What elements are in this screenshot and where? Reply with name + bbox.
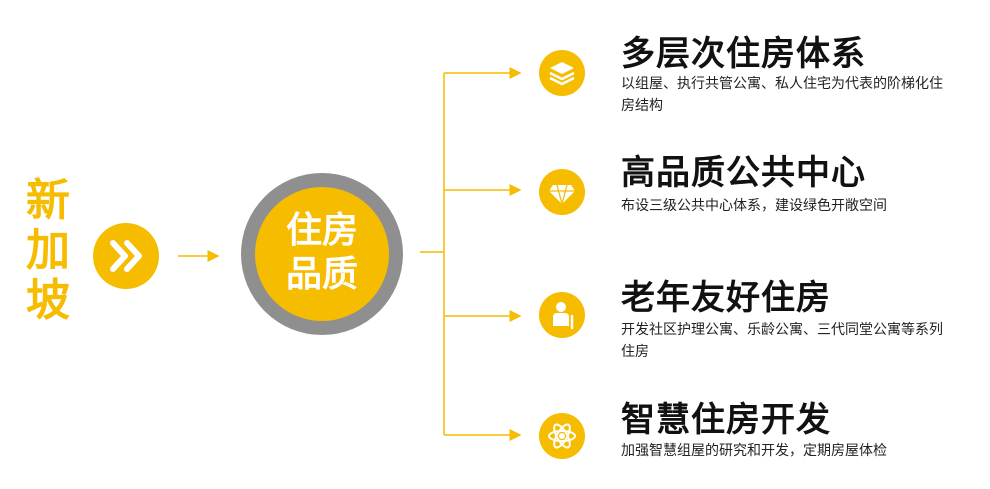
hub-node: 住房 品质 <box>255 187 389 321</box>
diamond-icon <box>539 169 585 215</box>
root-char-1: 新 <box>26 175 70 226</box>
double-chevron-right-icon <box>93 223 159 289</box>
hub-line-1: 住房 <box>285 210 358 251</box>
root-char-2: 加 <box>26 225 70 276</box>
item-desc-1: 以组屋、执行共管公寓、私人住宅为代表的阶梯化住房结构 <box>621 76 943 114</box>
item-title-4: 智慧住房开发 <box>621 400 831 440</box>
elderly-person-icon <box>539 292 585 338</box>
root-char-3: 坡 <box>26 275 70 326</box>
layers-icon <box>539 50 585 96</box>
item-desc-4: 加强智慧组屋的研究和开发，定期房屋体检 <box>621 443 887 459</box>
item-title-2: 高品质公共中心 <box>621 153 866 193</box>
atom-icon <box>539 413 585 459</box>
item-title-1: 多层次住房体系 <box>621 34 866 74</box>
item-desc-2: 布设三级公共中心体系，建设绿色开敞空间 <box>621 198 887 214</box>
root-title: 新 加 坡 <box>22 176 74 326</box>
item-desc-3: 开发社区护理公寓、乐龄公寓、三代同堂公寓等系列住房 <box>621 322 943 360</box>
item-title-3: 老年友好住房 <box>621 278 831 318</box>
hub-line-2: 品质 <box>285 254 358 295</box>
